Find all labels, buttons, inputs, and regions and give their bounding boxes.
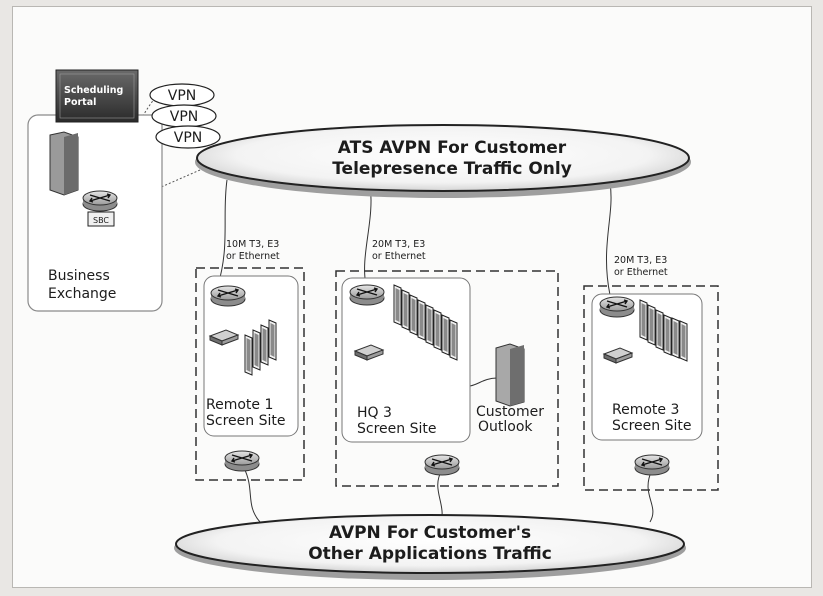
link-label-remote3-2: or Ethernet xyxy=(614,267,668,278)
scheduling-portal-label: Scheduling xyxy=(64,85,123,96)
vpn-label: VPN xyxy=(170,109,199,125)
other-apps-avpn-network-cloud xyxy=(175,514,685,574)
vpn-label: VPN xyxy=(174,130,203,146)
vpn-tag-3 xyxy=(155,125,221,149)
remote3-edge-router-icon xyxy=(634,454,670,476)
sbc-box xyxy=(87,211,115,227)
remote1-site-boundary xyxy=(195,267,305,481)
business-exchange-label-2: Exchange xyxy=(48,286,116,302)
sbc-label: SBC xyxy=(93,216,109,225)
remote3-router-icon xyxy=(599,296,635,318)
link-remote1-bottom xyxy=(243,467,261,523)
ats-avpn-title-2: Telepresence Traffic Only xyxy=(332,159,572,179)
link-hq-top xyxy=(364,184,372,286)
link-label-remote1: 10M T3, E3 xyxy=(226,239,279,250)
link-label-hq: 20M T3, E3 xyxy=(372,239,425,250)
vpn-label: VPN xyxy=(168,88,197,104)
hq-router-icon xyxy=(349,284,385,306)
customer-outlook-server-icon xyxy=(495,343,525,407)
remote3-site-boundary xyxy=(583,285,719,491)
business-exchange-label: Business xyxy=(48,268,110,284)
link-label-remote3: 20M T3, E3 xyxy=(614,255,667,266)
link-label-remote1-2: or Ethernet xyxy=(226,251,280,262)
customer-outlook-label-2: Outlook xyxy=(478,419,533,435)
hq-site-label-2: Screen Site xyxy=(357,421,436,437)
ats-avpn-network-cloud xyxy=(196,124,690,192)
remote3-site-label-2: Screen Site xyxy=(612,418,691,434)
remote1-site-label: Remote 1 xyxy=(206,397,273,413)
business-exchange-router-icon xyxy=(82,190,118,212)
link-remote3-bottom xyxy=(647,469,654,523)
customer-outlook-label: Customer xyxy=(476,404,544,420)
other-apps-title-2: Other Applications Traffic xyxy=(308,544,552,564)
remote1-site-label-2: Screen Site xyxy=(206,413,285,429)
server-icon xyxy=(49,131,79,196)
scheduling-portal-box xyxy=(55,69,139,123)
hq-site-label: HQ 3 xyxy=(357,405,392,421)
hq-edge-router-icon xyxy=(424,454,460,476)
hq-site-boundary xyxy=(335,270,559,487)
remote3-site-label: Remote 3 xyxy=(612,402,679,418)
ats-avpn-title: ATS AVPN For Customer xyxy=(338,138,567,158)
link-remote3-top xyxy=(605,182,612,296)
link-label-hq-2: or Ethernet xyxy=(372,251,426,262)
scheduling-portal-label-2: Portal xyxy=(64,97,96,108)
other-apps-title: AVPN For Customer's xyxy=(329,523,531,543)
remote1-router-icon xyxy=(210,285,246,307)
link-remote1-top xyxy=(217,179,228,286)
remote1-edge-router-icon xyxy=(224,450,260,472)
